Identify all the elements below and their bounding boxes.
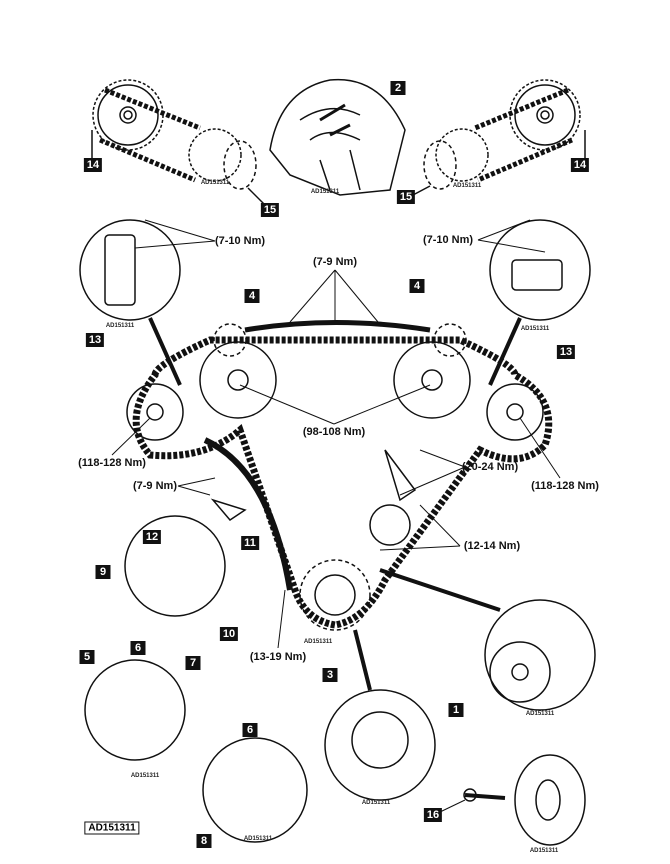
figure-code: AD151311 bbox=[525, 711, 555, 717]
figure-code: AD151311 bbox=[200, 180, 230, 186]
inset-left-tensioner bbox=[79, 219, 181, 321]
callout-9: 9 bbox=[95, 565, 111, 579]
callout-2: 2 bbox=[390, 81, 406, 95]
callout-11: 11 bbox=[241, 536, 259, 550]
torque-label: (12-14 Nm) bbox=[463, 540, 521, 552]
inset-crank-sprocket bbox=[324, 689, 436, 801]
figure-code: AD151311 bbox=[452, 183, 482, 189]
inset-right-tensioner bbox=[489, 219, 591, 321]
figure-code: AD151311 bbox=[310, 189, 340, 195]
callout-14: 14 bbox=[570, 158, 590, 172]
torque-label: (7-9 Nm) bbox=[132, 480, 178, 492]
torque-label: (7-10 Nm) bbox=[214, 235, 266, 247]
figure-code: AD151311 bbox=[520, 326, 550, 332]
torque-label: (13-19 Nm) bbox=[249, 651, 307, 663]
callout-6: 6 bbox=[242, 723, 258, 737]
callout-13: 13 bbox=[556, 345, 576, 359]
inset-tensioner-lock bbox=[124, 515, 226, 617]
torque-label: (118-128 Nm) bbox=[531, 480, 599, 492]
figure-code: AD151311 bbox=[243, 836, 273, 842]
torque-label: (118-128 Nm) bbox=[78, 457, 146, 469]
torque-label: (98-108 Nm) bbox=[302, 426, 366, 438]
figure-code: AD151311 bbox=[105, 323, 135, 329]
callout-8: 8 bbox=[196, 834, 212, 848]
figure-code: AD151311 bbox=[303, 639, 333, 645]
callout-7: 7 bbox=[185, 656, 201, 670]
inset-crank-pulley bbox=[484, 599, 596, 711]
figure-code: AD151311 bbox=[529, 848, 559, 854]
callout-4: 4 bbox=[409, 279, 425, 293]
inset-tensioner-pin bbox=[202, 737, 308, 843]
callout-6: 6 bbox=[130, 641, 146, 655]
callout-14: 14 bbox=[83, 158, 103, 172]
figure-code-boxed: AD151311 bbox=[84, 821, 140, 835]
callout-13: 13 bbox=[85, 333, 105, 347]
inset-top-center bbox=[269, 78, 406, 196]
callout-15: 15 bbox=[260, 203, 280, 217]
callout-10: 10 bbox=[219, 627, 239, 641]
main-timing-chain bbox=[126, 320, 553, 631]
callout-16: 16 bbox=[423, 808, 443, 822]
torque-label: (20-24 Nm) bbox=[461, 461, 519, 473]
callout-1: 1 bbox=[448, 703, 464, 717]
figure-code: AD151311 bbox=[361, 800, 391, 806]
inset-top-left bbox=[91, 79, 266, 206]
torque-label: (7-9 Nm) bbox=[312, 256, 358, 268]
callout-4: 4 bbox=[244, 289, 260, 303]
inset-tensioner-retract bbox=[84, 659, 186, 761]
callout-15: 15 bbox=[396, 190, 416, 204]
callout-12: 12 bbox=[142, 530, 162, 544]
callout-5: 5 bbox=[79, 650, 95, 664]
crank-pulley bbox=[514, 754, 586, 846]
inset-top-right bbox=[412, 79, 586, 196]
torque-label: (7-10 Nm) bbox=[422, 234, 474, 246]
callout-3: 3 bbox=[322, 668, 338, 682]
figure-code: AD151311 bbox=[130, 773, 160, 779]
